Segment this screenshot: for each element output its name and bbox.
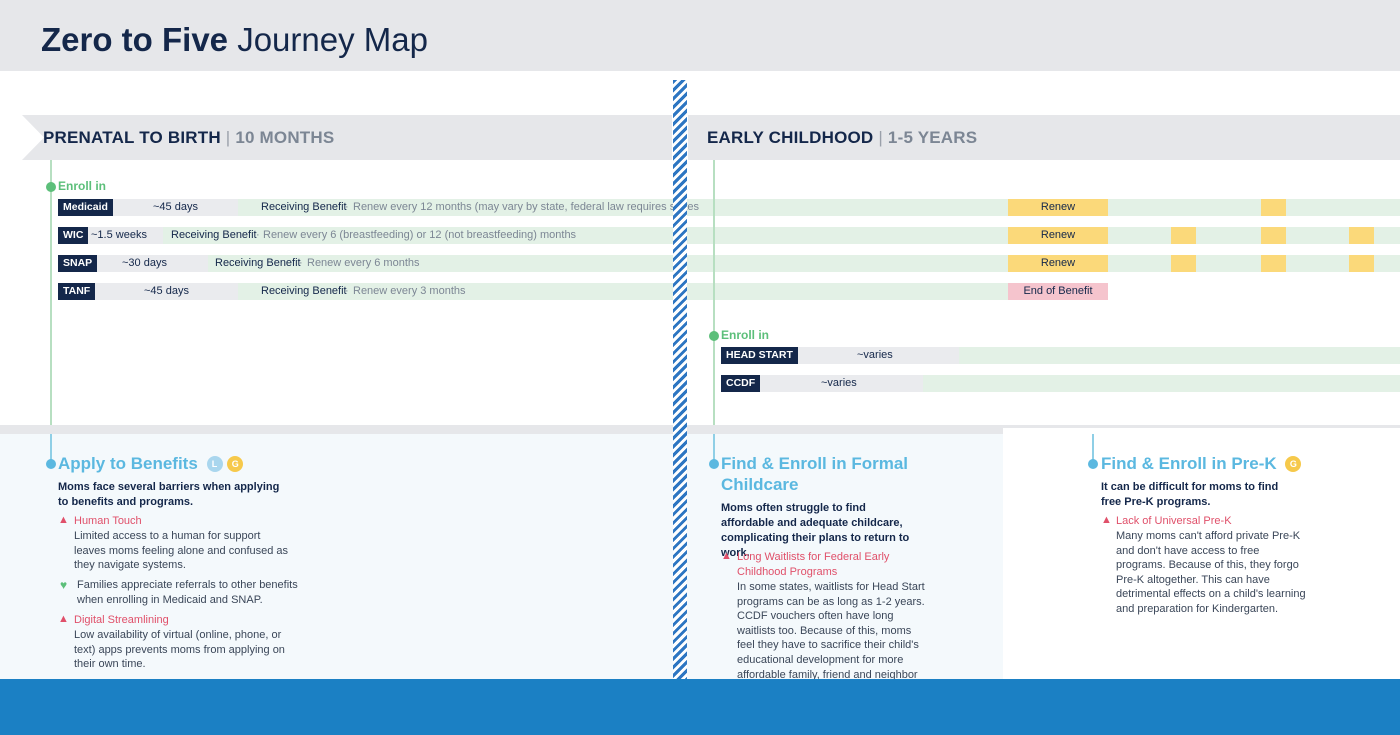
page-title: Zero to Five Journey Map <box>41 20 428 60</box>
step-dot <box>46 459 56 469</box>
warning-icon: ▲ <box>58 613 69 625</box>
prek-panel <box>1003 428 1400 679</box>
warning-title: Lack of Universal Pre-K <box>1116 515 1232 527</box>
phase-separator: | <box>225 128 231 147</box>
snap-note: Renew every 6 months <box>307 257 420 269</box>
tanf-dot: · <box>345 285 349 297</box>
ccdf-wait: ~varies <box>821 377 857 389</box>
section-title: Find & Enroll in Formal Childcare <box>721 454 908 494</box>
warning-icon: ▲ <box>58 514 69 526</box>
step-connector <box>713 434 715 460</box>
renew-marker: Renew <box>1008 199 1108 216</box>
program-tag-snap: SNAP <box>58 255 98 272</box>
renew-marker <box>1171 227 1196 244</box>
warning-body: Many moms can't afford private Pre-K and… <box>1116 530 1306 615</box>
enroll-label: Enroll in <box>58 179 106 193</box>
warning-icon: ▲ <box>721 550 732 562</box>
early-timeline-line <box>713 160 715 425</box>
medicaid-wait: ~45 days <box>153 201 198 213</box>
phase-title-prenatal: PRENATAL TO BIRTH | 10 MONTHS <box>43 128 334 148</box>
section-intro: Moms often struggle to find affordable a… <box>721 502 910 559</box>
tanf-note: Renew every 3 months <box>353 285 466 297</box>
phase-band-prenatal <box>22 115 672 160</box>
program-tag-wic: WIC <box>58 227 89 244</box>
tanf-wait-bar <box>58 283 238 300</box>
phase-name: PRENATAL TO BIRTH <box>43 128 221 147</box>
wic-wait: ~1.5 weeks <box>91 229 147 241</box>
enroll-dot <box>46 182 56 192</box>
renew-marker <box>1261 255 1286 272</box>
phase-separator: | <box>878 128 883 147</box>
phase-duration: 10 MONTHS <box>235 128 335 147</box>
section-intro: Moms face several barriers when applying… <box>58 481 280 508</box>
phase-name: EARLY CHILDHOOD <box>707 128 874 147</box>
renew-marker <box>1349 255 1374 272</box>
snap-wait: ~30 days <box>122 257 167 269</box>
section-title: Apply to Benefits <box>58 454 198 473</box>
wic-note: Renew every 6 (breastfeeding) or 12 (not… <box>263 229 577 241</box>
renew-marker: Renew <box>1008 255 1108 272</box>
medicaid-status: Receiving Benefit <box>261 201 347 213</box>
medicaid-note: Renew every 12 months (may vary by state… <box>353 201 700 213</box>
renew-marker <box>1261 199 1286 216</box>
enroll-dot <box>709 331 719 341</box>
warning-body: Limited access to a human for support le… <box>74 530 289 572</box>
section-prek: Find & Enroll in Pre-K G <box>1101 453 1302 474</box>
tanf-status: Receiving Benefit <box>261 285 347 297</box>
renew-marker <box>1349 227 1374 244</box>
phase-band-early <box>688 115 1400 160</box>
renew-marker <box>1171 255 1196 272</box>
wic-status: Receiving Benefit <box>171 229 257 241</box>
section-apply: Apply to Benefits L G <box>58 453 244 474</box>
warning-body: In some states, waitlists for Head Start… <box>737 581 925 679</box>
title-bold: Zero to Five <box>41 21 229 58</box>
medicaid-dot: · <box>345 201 349 213</box>
step-dot <box>709 459 719 469</box>
section-divider-strip <box>0 425 1400 434</box>
head-start-wait: ~varies <box>857 349 893 361</box>
step-connector <box>1092 434 1094 460</box>
badge-g: G <box>227 456 244 472</box>
ccdf-wait-bar <box>721 375 923 392</box>
renew-marker: Renew <box>1008 227 1108 244</box>
phase-title-early: EARLY CHILDHOOD | 1-5 YEARS <box>707 128 977 148</box>
phase-duration: 1-5 YEARS <box>887 128 978 147</box>
heart-icon: ♥ <box>60 578 68 592</box>
header-bar <box>0 0 1400 71</box>
badge-l: L <box>206 456 223 472</box>
footer-bar <box>0 679 1400 735</box>
snap-status: Receiving Benefit <box>215 257 301 269</box>
positive-note: Families appreciate referrals to other b… <box>77 579 298 606</box>
warning-title: Long Waitlists for Federal Early Childho… <box>737 551 890 578</box>
section-title: Find & Enroll in Pre-K <box>1101 454 1277 473</box>
tanf-wait: ~45 days <box>144 285 189 297</box>
title-light: Journey Map <box>237 21 428 58</box>
phase-divider <box>673 80 687 680</box>
program-tag-head-start: HEAD START <box>721 347 798 364</box>
warning-icon: ▲ <box>1101 514 1112 526</box>
warning-body: Low availability of virtual (online, pho… <box>74 629 285 671</box>
medicaid-row <box>58 199 1400 216</box>
program-tag-ccdf: CCDF <box>721 375 761 392</box>
badge-g: G <box>1285 456 1302 472</box>
step-connector <box>50 434 52 460</box>
enroll-label: Enroll in <box>721 328 769 342</box>
renew-marker <box>1261 227 1286 244</box>
wic-dot: · <box>256 229 260 241</box>
section-intro: It can be difficult for moms to find fre… <box>1101 481 1279 508</box>
step-dot <box>1088 459 1098 469</box>
program-tag-medicaid: Medicaid <box>58 199 113 216</box>
end-of-benefit-marker: End of Benefit <box>1008 283 1108 300</box>
snap-dot: · <box>299 257 303 269</box>
prenatal-timeline-line <box>50 160 52 425</box>
program-tag-tanf: TANF <box>58 283 96 300</box>
tanf-row <box>58 283 1008 300</box>
warning-title: Human Touch <box>74 515 142 527</box>
warning-title: Digital Streamlining <box>74 614 169 626</box>
